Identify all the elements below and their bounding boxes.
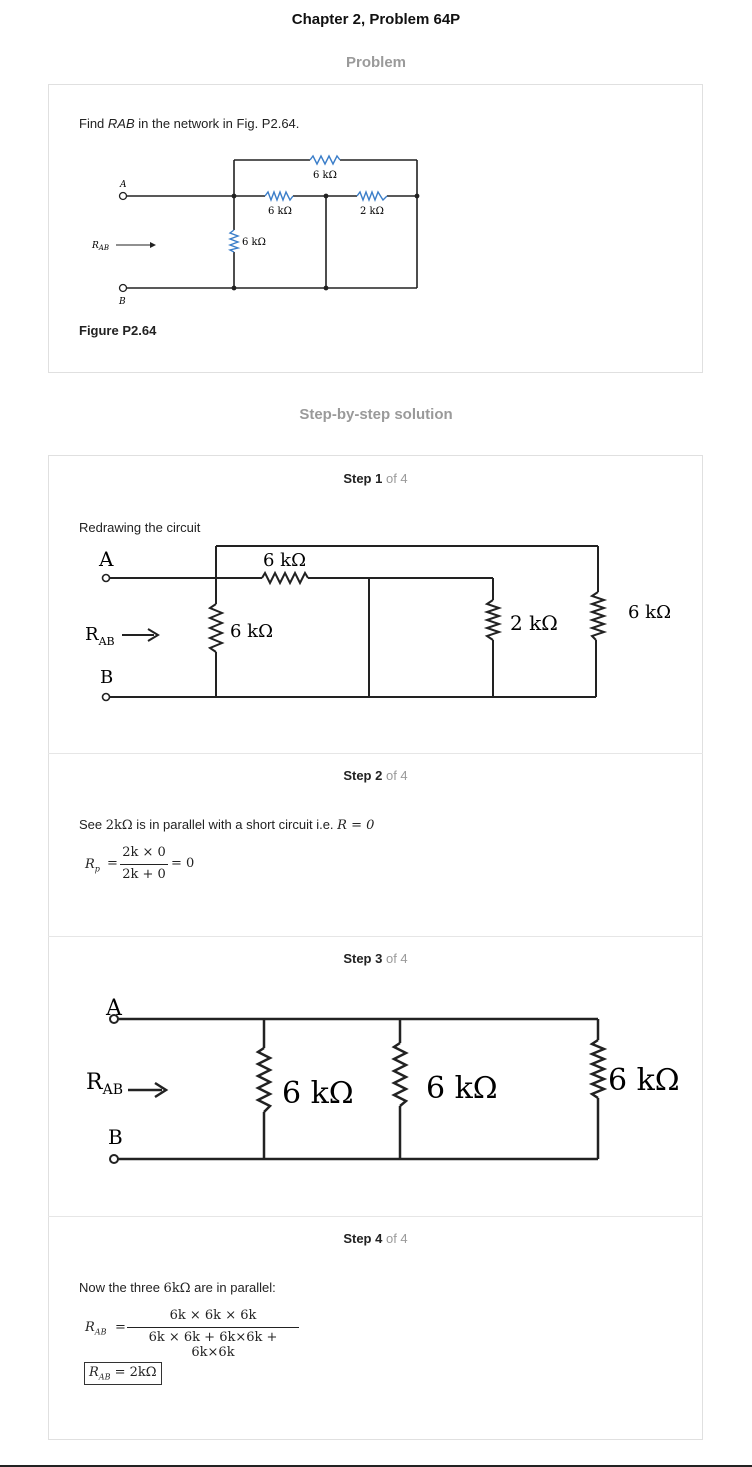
step-4-text: Now the three 6kΩ are in parallel:	[79, 1280, 276, 1296]
terminal-b	[118, 283, 128, 293]
s3-label-r3: 6 kΩ	[608, 1063, 680, 1098]
label-r-mid-left: 6 kΩ	[268, 206, 292, 217]
s3-resistor-2	[391, 1041, 409, 1107]
terminal-a	[118, 191, 128, 201]
step-4-equation: RAB = 6k × 6k × 6k 6k × 6k + 6k×6k + 6k×…	[85, 1308, 315, 1360]
problem-statement: Find RAB in the network in Fig. P2.64.	[79, 116, 300, 131]
label-r-mid-right: 2 kΩ	[360, 206, 384, 217]
step-1-text: Redrawing the circuit	[79, 520, 201, 535]
s3-resistor-1	[255, 1046, 273, 1113]
s1-resistor-left	[207, 603, 225, 653]
page-title: Chapter 2, Problem 64P	[291, 11, 461, 28]
problem-label: Problem	[345, 54, 406, 71]
s1-label-rab: RAB	[85, 624, 115, 648]
label-rab: RAB	[91, 241, 109, 252]
s1-label-r-mid: 2 kΩ	[510, 611, 558, 635]
step-4-result: RAB = 2kΩ	[84, 1362, 162, 1385]
s3-resistor-3	[588, 1038, 608, 1100]
step-2-equation: Rp = 2k × 0 2k + 0 = 0	[85, 845, 195, 882]
s1-resistor-mid	[483, 599, 503, 641]
s3-label-node-b: B	[108, 1125, 123, 1149]
step-3-title: Step 3 of 4	[343, 951, 408, 966]
s1-label-r-right: 6 kΩ	[628, 602, 671, 623]
problem-figure: A B RAB 6 kΩ 6 kΩ 2 kΩ 6 kΩ	[91, 154, 420, 307]
step-1-title: Step 1 of 4	[343, 471, 408, 486]
s1-resistor-right	[588, 591, 608, 641]
s1-label-r-top: 6 kΩ	[263, 550, 306, 571]
step-4-title: Step 4 of 4	[343, 1231, 408, 1246]
s3-label-r2: 6 kΩ	[426, 1071, 498, 1106]
s1-label-node-a: A	[98, 547, 114, 571]
label-node-b: B	[118, 297, 126, 307]
solution-label: Step-by-step solution	[299, 406, 453, 423]
step-3-figure: A B RAB 6 kΩ 6 kΩ 6 kΩ	[86, 996, 680, 1164]
resistor-top	[309, 154, 341, 166]
s3-label-rab: RAB	[86, 1070, 123, 1098]
step-divider-3	[48, 1216, 703, 1217]
label-r-vertical: 6 kΩ	[242, 237, 266, 248]
s3-label-node-a: A	[105, 996, 123, 1021]
resistor-mid-left	[264, 190, 294, 202]
step-1-figure: A B RAB 6 kΩ 6 kΩ 2 kΩ 6 kΩ	[85, 545, 671, 702]
step-2-text: See 2kΩ is in parallel with a short circ…	[79, 817, 375, 833]
label-r-top: 6 kΩ	[313, 170, 337, 181]
step-divider-1	[48, 753, 703, 754]
s3-label-r1: 6 kΩ	[282, 1076, 354, 1111]
s1-label-node-b: B	[100, 667, 113, 688]
step-2-title: Step 2 of 4	[343, 768, 408, 783]
s1-label-r-left: 6 kΩ	[230, 621, 273, 642]
page-bottom-border	[0, 1465, 752, 1467]
s1-resistor-top	[261, 570, 309, 586]
step-divider-2	[48, 936, 703, 937]
problem-card	[48, 84, 703, 373]
figure-caption: Figure P2.64	[79, 323, 157, 338]
resistor-mid-right	[356, 190, 388, 202]
resistor-vertical	[227, 229, 241, 253]
label-node-a: A	[119, 180, 127, 190]
